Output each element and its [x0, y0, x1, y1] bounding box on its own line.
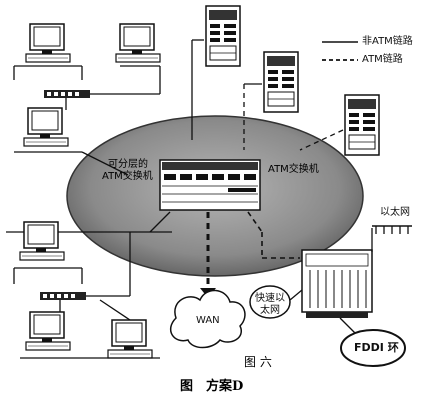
legend-non-atm-label: 非ATM链路	[362, 36, 413, 47]
core-left-label-2: ATM交换机	[102, 171, 153, 182]
top-right-servers	[191, 5, 380, 156]
computer-icon	[107, 319, 153, 359]
figure-caption: 图 方案D	[180, 379, 244, 394]
legend-atm-label: ATM链路	[362, 54, 403, 65]
legend	[322, 41, 358, 61]
core-right-label: ATM交换机	[268, 164, 319, 175]
fast-ethernet-label-1: 快速以	[255, 293, 285, 304]
wan-cloud	[170, 289, 246, 349]
computer-icon	[25, 23, 71, 63]
bottom-left-cluster	[6, 221, 172, 359]
figure-number: 图 六	[244, 355, 272, 369]
wan-label: WAN	[196, 315, 220, 326]
core-left-label-1: 可分层的	[108, 159, 148, 170]
fddi-label: FDDI 环	[354, 341, 399, 354]
server-icon	[263, 51, 299, 113]
computer-icon	[115, 23, 161, 63]
hub-icon	[44, 90, 90, 98]
computer-icon	[19, 221, 65, 261]
server-icon	[205, 5, 241, 67]
server-icon	[344, 94, 380, 156]
computer-icon	[25, 311, 71, 351]
hub-icon	[40, 292, 86, 300]
computer-icon	[23, 107, 69, 147]
top-left-cluster	[13, 23, 161, 176]
atm-switch	[159, 159, 261, 211]
fddi-ring	[339, 317, 406, 367]
fast-ethernet-label-2: 太网	[260, 305, 280, 316]
ethernet-label: 以太网	[380, 207, 410, 218]
fast-ethernet-switch	[301, 249, 373, 318]
ethernet-bus	[371, 225, 412, 252]
